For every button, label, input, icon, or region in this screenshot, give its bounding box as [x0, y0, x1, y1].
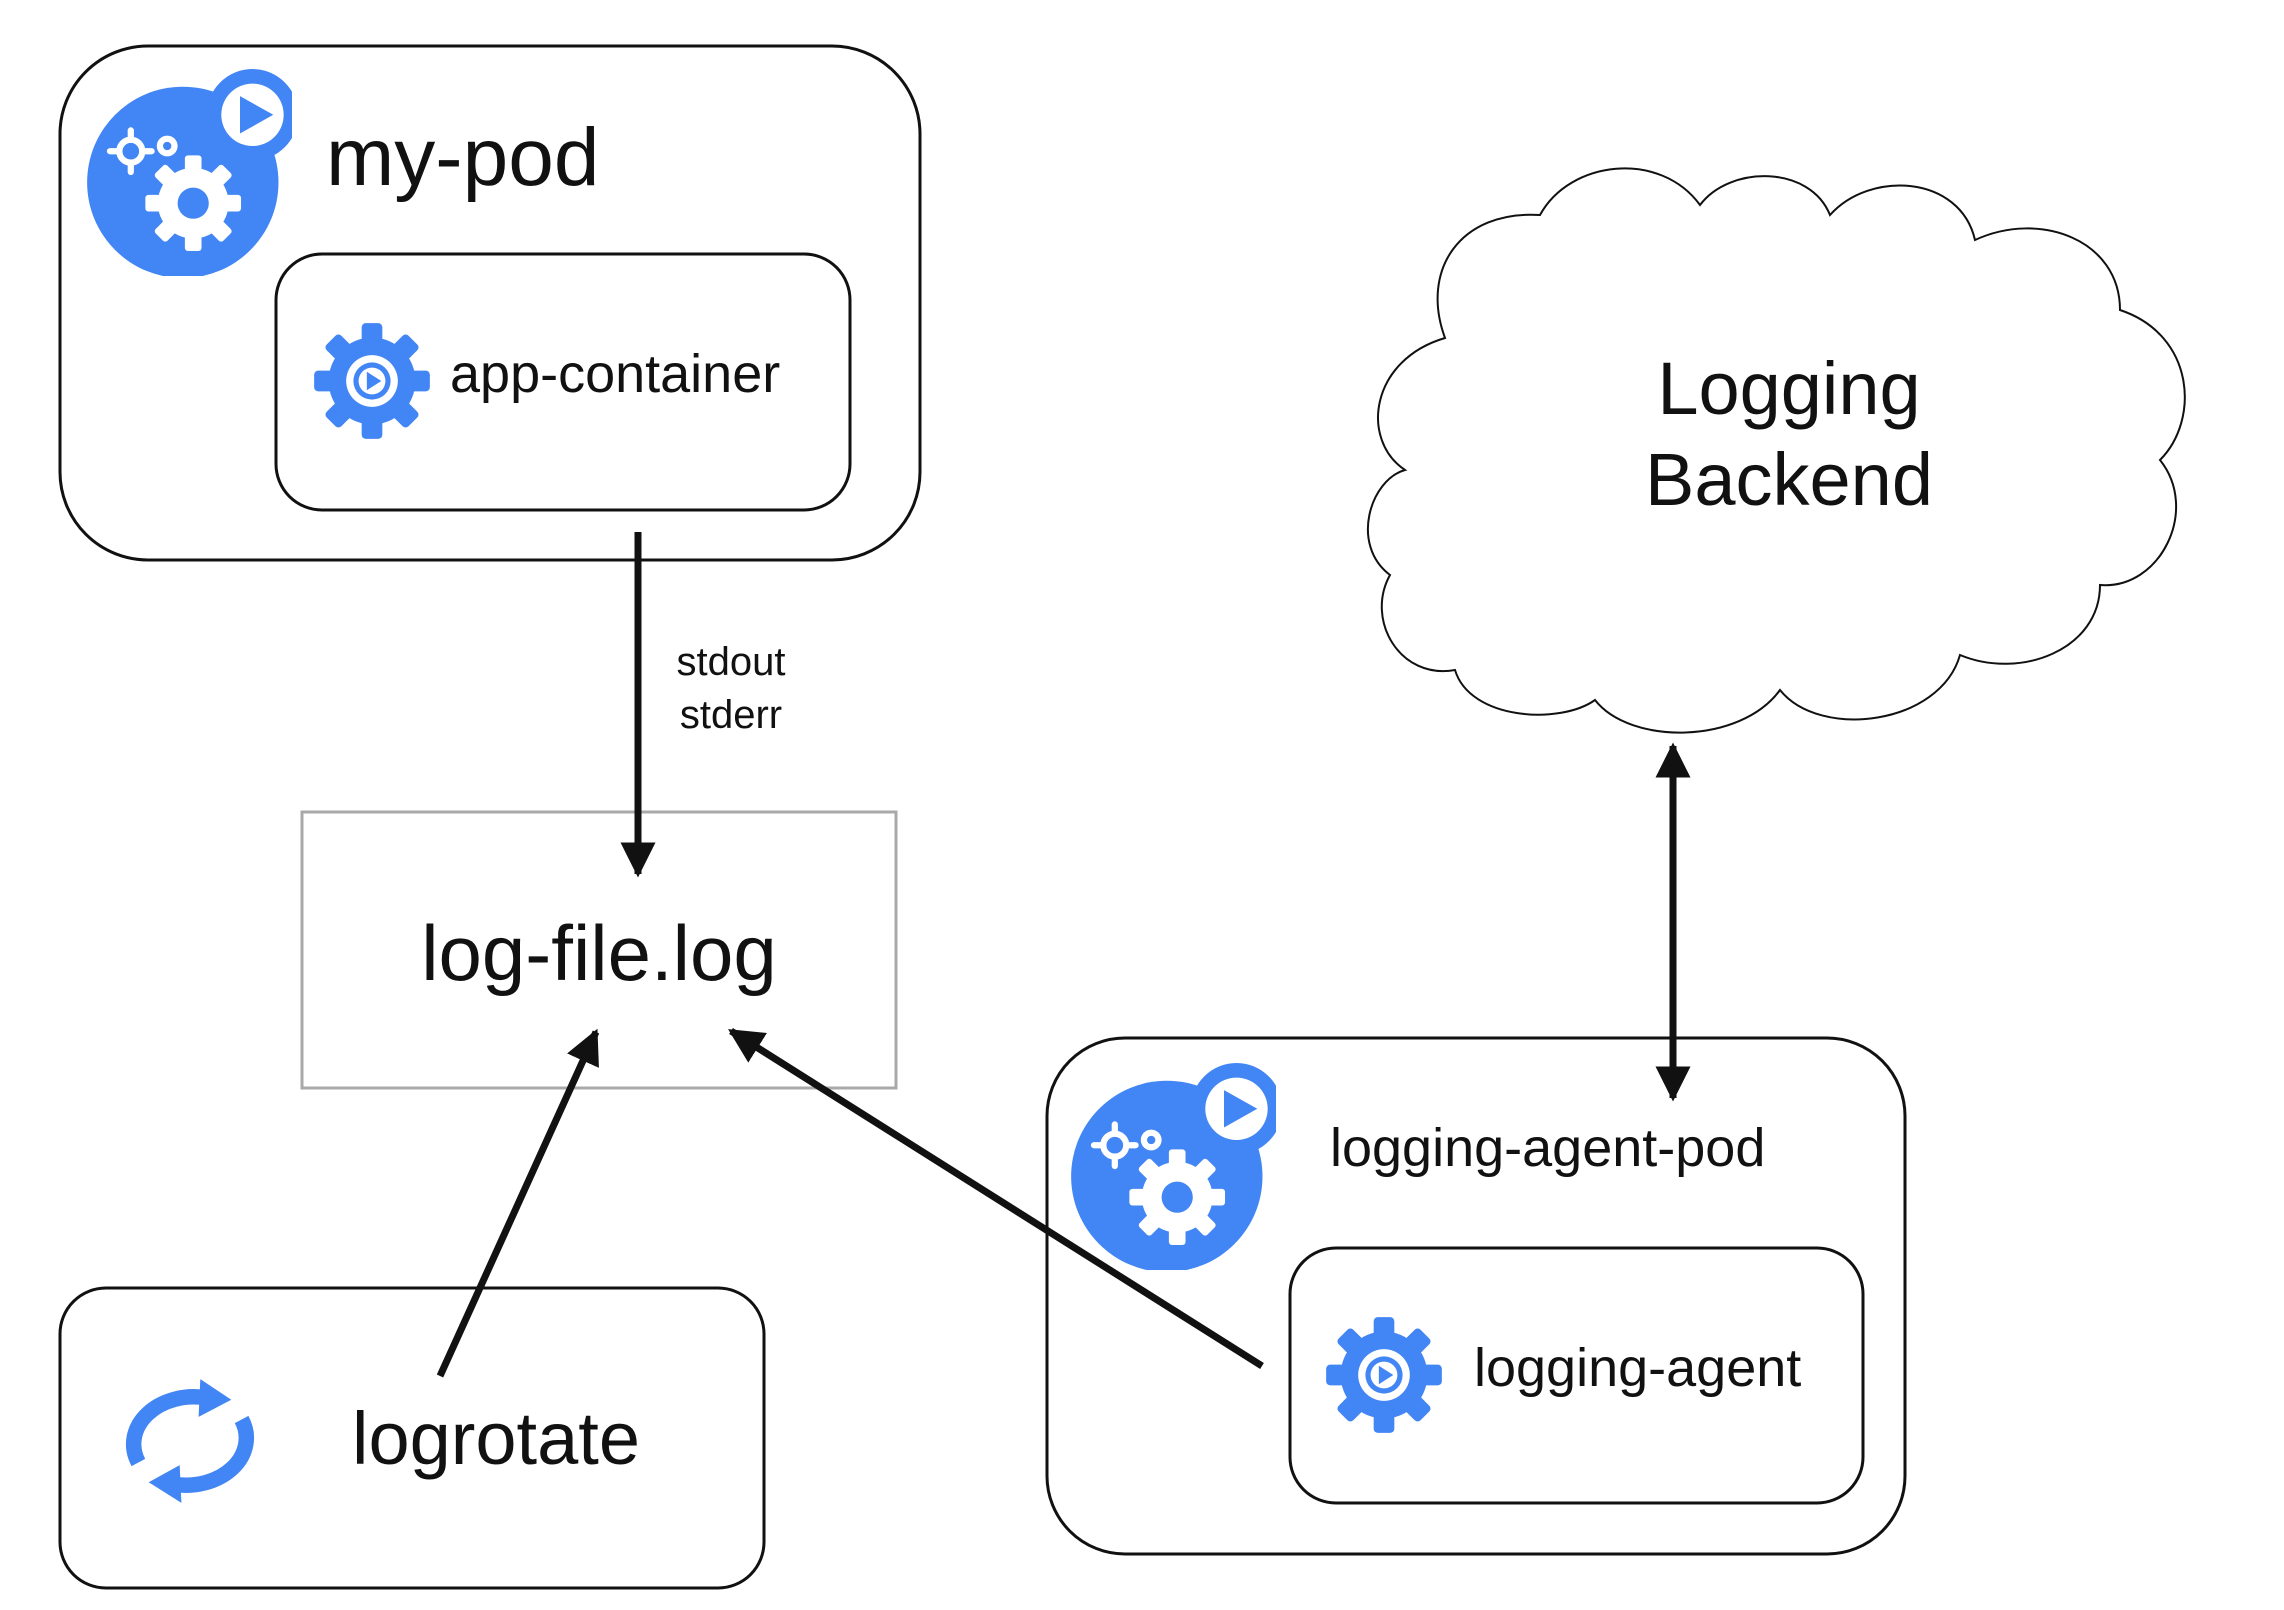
- logrotate-node: logrotate: [58, 1286, 766, 1590]
- edge-logrotate-to-logfile: [436, 1028, 600, 1378]
- logging-backend-label-line1: Logging: [1657, 347, 1920, 430]
- logging-agent-node: logging-agent: [1288, 1246, 1865, 1505]
- app-container-label: app-container: [450, 344, 780, 404]
- log-file-node: log-file.log: [300, 810, 898, 1090]
- log-file-label: log-file.log: [421, 909, 777, 997]
- my-pod-label: my-pod: [326, 112, 599, 203]
- logging-backend-node: Logging Backend: [1366, 167, 2186, 734]
- logrotate-label: logrotate: [352, 1397, 640, 1480]
- app-container-node: app-container: [274, 252, 852, 512]
- edge-agent-to-logfile: [728, 1028, 1264, 1369]
- logging-agent-label: logging-agent: [1474, 1338, 1801, 1398]
- edge-stdout-label: stdout: [677, 640, 786, 684]
- cloud-shape: [1366, 167, 2186, 734]
- container-icon: [314, 323, 430, 439]
- logging-agent-pod-label: logging-agent-pod: [1330, 1118, 1765, 1178]
- edge-stderr-label: stderr: [680, 693, 782, 737]
- container-icon: [1326, 1317, 1442, 1433]
- logging-backend-label-line2: Backend: [1645, 438, 1933, 521]
